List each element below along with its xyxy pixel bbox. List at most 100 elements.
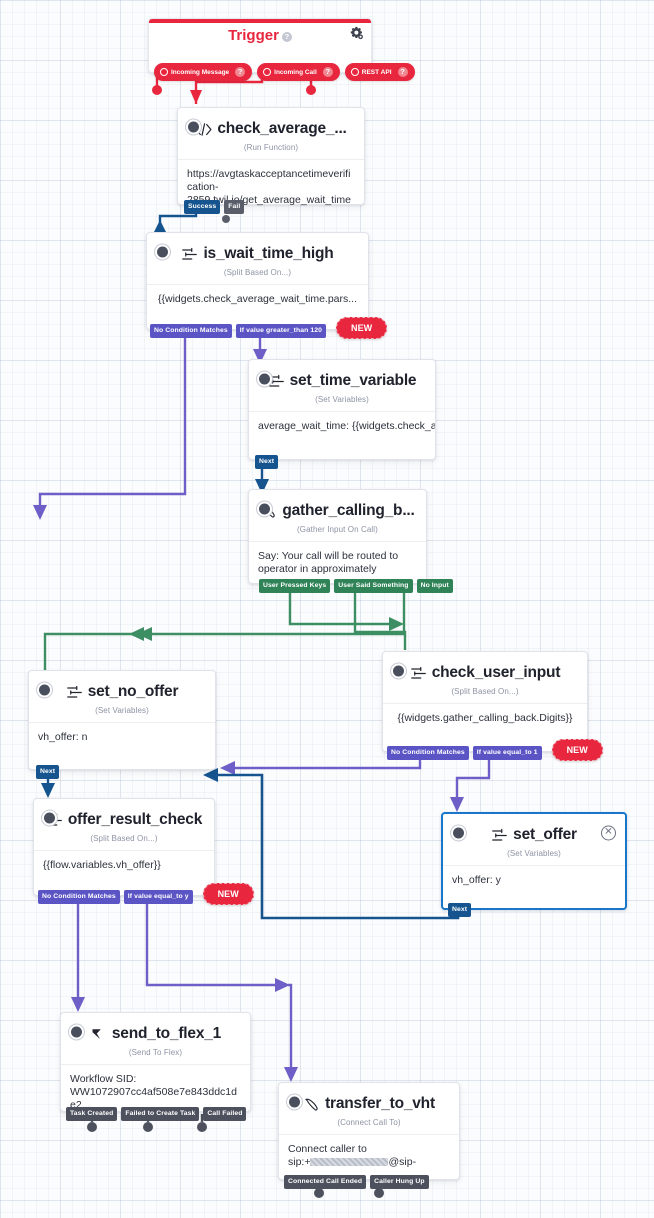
port-task-created[interactable]: Task Created (66, 1107, 118, 1121)
node-subtitle: (Set Variables) (95, 706, 149, 715)
node-ports: Next (448, 903, 472, 917)
state-dot-icon (39, 684, 50, 696)
split-icon (66, 685, 82, 698)
node-body-text: vh_offer: n (29, 722, 215, 754)
port-no-condition-matches[interactable]: No Condition Matches (38, 889, 120, 904)
node-ports: Next (36, 765, 60, 779)
node-offer-result-check[interactable]: offer_result_check (Split Based On...) {… (33, 798, 254, 905)
node-title: send_to_flex_1 (111, 1025, 222, 1042)
trigger-port-incoming-call[interactable]: Incoming Call ? (257, 63, 340, 81)
connect-caller-label: Connect caller to (288, 1143, 367, 1155)
trigger-port-incoming-message[interactable]: Incoming Message ? (154, 63, 253, 81)
port-no-condition-matches[interactable]: No Condition Matches (150, 323, 232, 338)
close-icon[interactable]: ✕ (601, 825, 616, 841)
trigger-port-rest-api[interactable]: REST API ? (344, 63, 415, 81)
node-set-time-variable[interactable]: set_time_variable (Set Variables) averag… (248, 359, 436, 469)
port-success[interactable]: Success (184, 200, 221, 214)
state-dot-icon (157, 246, 168, 258)
port-next[interactable]: Next (255, 455, 279, 469)
port-fail[interactable]: Fail (224, 200, 245, 214)
node-header: gather_calling_b... (249, 490, 426, 528)
node-transfer-to-vht[interactable]: transfer_to_vht (Connect Call To) Connec… (278, 1082, 460, 1189)
node-set-offer[interactable]: set_offer ✕ (Set Variables) vh_offer: y … (441, 812, 627, 917)
split-icon (492, 828, 508, 841)
radio-icon (350, 68, 359, 76)
node-title: set_offer (513, 826, 577, 843)
node-body-text: Connect caller to sip:+ @sip- (279, 1134, 459, 1179)
node-header: set_offer ✕ (443, 814, 625, 852)
node-ports: User Pressed Keys User Said Something No… (259, 579, 453, 593)
node-subtitle: (Gather Input On Call) (297, 525, 378, 534)
node-subtitle: (Set Variables) (315, 395, 369, 404)
phone-icon (305, 1098, 318, 1111)
node-header: check_user_input (383, 652, 587, 690)
node-ports: No Condition Matches If value greater_th… (150, 317, 388, 339)
node-title: set_no_offer (87, 683, 179, 700)
sip-prefix: sip:+ (288, 1156, 311, 1168)
trigger-ports: Incoming Message ? Incoming Call ? REST … (154, 63, 415, 81)
state-dot-icon (188, 121, 199, 133)
port-no-condition-matches[interactable]: No Condition Matches (387, 745, 469, 760)
node-is-wait-time-high[interactable]: is_wait_time_high (Split Based On...) {{… (146, 232, 388, 339)
port-user-said-something[interactable]: User Said Something (334, 579, 413, 593)
node-subtitle: (Run Function) (243, 143, 299, 152)
add-transition-button[interactable]: NEW (551, 739, 603, 761)
split-icon (410, 666, 426, 679)
node-title: is_wait_time_high (203, 245, 334, 262)
node-title: check_user_input (431, 664, 561, 681)
help-icon[interactable]: ? (397, 67, 408, 77)
port-next[interactable]: Next (36, 765, 60, 779)
trigger-accent-bar (149, 19, 371, 23)
sip-suffix: @sip- (388, 1156, 417, 1168)
node-header: is_wait_time_high (147, 233, 368, 271)
radio-icon (263, 68, 272, 76)
help-icon[interactable]: ? (281, 31, 292, 42)
gear-icon[interactable] (349, 26, 364, 40)
state-dot-icon (259, 373, 270, 385)
port-user-pressed-keys[interactable]: User Pressed Keys (259, 579, 331, 593)
help-icon[interactable]: ? (322, 67, 333, 77)
radio-icon (160, 68, 168, 76)
node-body-text: {{flow.variables.vh_offer}} (34, 850, 214, 882)
state-dot-icon (393, 665, 404, 677)
port-if-value-greater-than-120[interactable]: If value greater_than 120 (235, 323, 326, 338)
node-ports: Task Created Failed to Create Task Call … (66, 1107, 247, 1121)
node-subtitle: (Split Based On...) (223, 268, 292, 277)
node-send-to-flex-1[interactable]: send_to_flex_1 (Send To Flex) Workflow S… (60, 1012, 251, 1121)
node-ports: No Condition Matches If value equal_to y… (38, 883, 254, 905)
node-title: gather_calling_b... (282, 502, 415, 519)
node-set-no-offer[interactable]: set_no_offer (Set Variables) vh_offer: n… (28, 670, 216, 779)
redacted-phone-number (310, 1158, 389, 1166)
node-ports: Connected Call Ended Caller Hung Up (284, 1175, 429, 1189)
port-if-value-equal-to-1[interactable]: If value equal_to 1 (472, 745, 542, 760)
node-check-user-input[interactable]: check_user_input (Split Based On...) {{w… (382, 651, 603, 761)
state-dot-icon (453, 827, 464, 839)
trigger-node[interactable]: Trigger? Incoming Message ? Incoming Cal… (148, 18, 415, 81)
add-transition-button[interactable]: NEW (202, 883, 254, 905)
node-title: set_time_variable (289, 372, 417, 389)
sip-address-line: sip:+ @sip- (288, 1156, 450, 1169)
help-icon[interactable]: ? (235, 67, 246, 77)
port-connected-call-ended[interactable]: Connected Call Ended (284, 1175, 367, 1189)
port-failed-to-create-task[interactable]: Failed to Create Task (121, 1107, 200, 1121)
port-if-value-equal-to-y[interactable]: If value equal_to y (123, 889, 193, 904)
add-transition-button[interactable]: NEW (335, 317, 388, 339)
trigger-title-row: Trigger? (149, 27, 371, 44)
port-caller-hung-up[interactable]: Caller Hung Up (370, 1175, 429, 1189)
node-gather-calling-back[interactable]: gather_calling_b... (Gather Input On Cal… (248, 489, 453, 593)
node-check-average-wait-time[interactable]: check_average_... (Run Function) https:/… (177, 107, 365, 214)
port-next[interactable]: Next (448, 903, 472, 917)
node-body-text: {{widgets.check_average_wait_time.pars..… (147, 284, 368, 316)
port-no-input[interactable]: No Input (416, 579, 453, 593)
node-header: set_time_variable (249, 360, 435, 398)
node-header: check_average_... (178, 108, 364, 146)
state-dot-icon (44, 812, 55, 824)
node-subtitle: (Split Based On...) (451, 687, 519, 696)
port-call-failed[interactable]: Call Failed (203, 1107, 247, 1121)
node-title: transfer_to_vht (325, 1095, 435, 1112)
port-label: REST API (361, 68, 392, 76)
node-body-text: vh_offer: y (443, 865, 625, 897)
state-dot-icon (289, 1096, 300, 1108)
split-icon (182, 247, 198, 260)
